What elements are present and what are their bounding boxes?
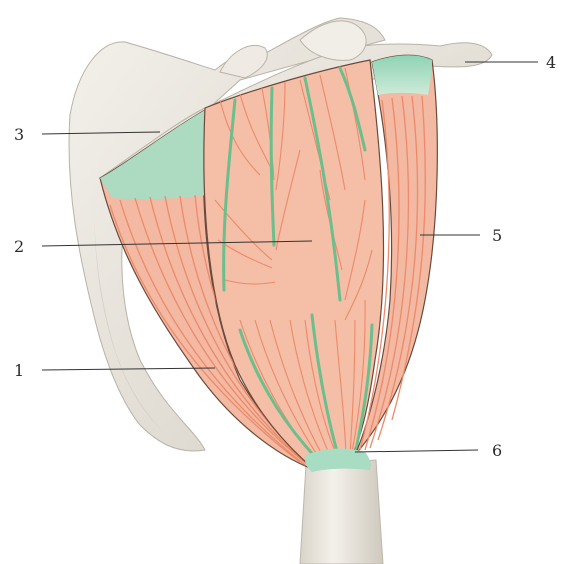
label-6: 6 [492, 441, 502, 460]
label-4: 4 [546, 53, 556, 72]
leader-6: 6 [355, 441, 502, 460]
humerus-bone [300, 460, 383, 564]
label-1: 1 [14, 361, 24, 380]
anterior-tendon [372, 55, 432, 95]
label-5: 5 [492, 226, 502, 245]
label-2: 2 [14, 237, 24, 256]
label-3: 3 [14, 125, 24, 144]
